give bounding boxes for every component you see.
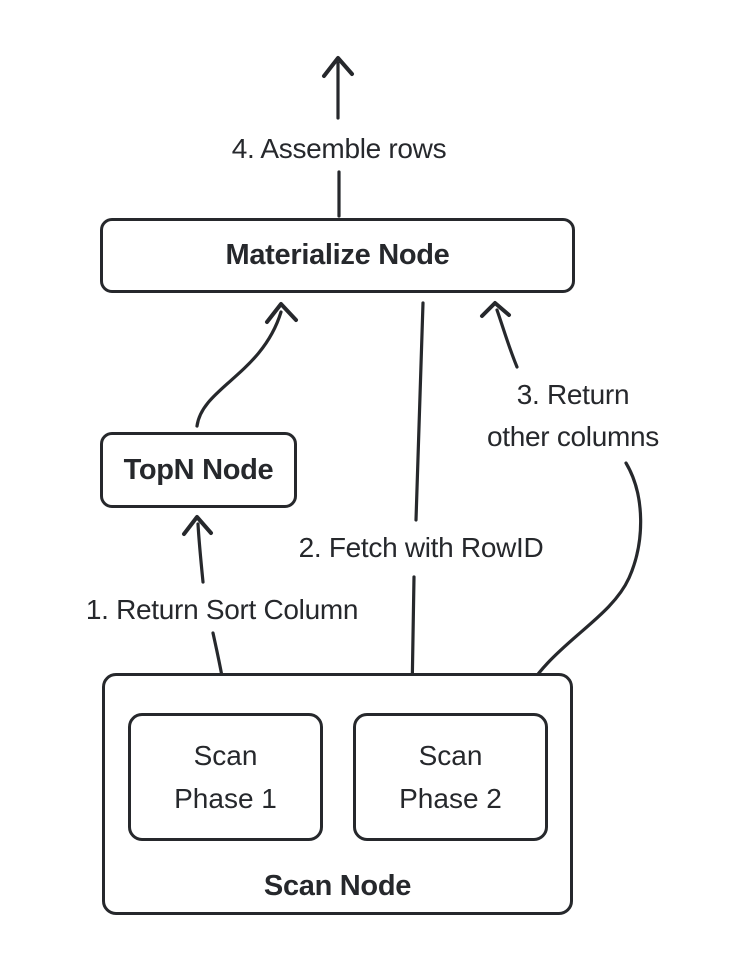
scan-phase-1-label-line1: Scan — [193, 740, 258, 771]
arrow-sort-column-shaft — [196, 522, 205, 584]
curve-scanphase2-to-label3 — [518, 461, 643, 704]
label-step3-return-other-columns: 3. Return other columns — [487, 374, 659, 458]
arrow-return-columns-head-icon — [480, 301, 511, 318]
scan-phase-1-node: Scan Phase 1 — [128, 713, 323, 841]
label-step3-line2: other columns — [487, 421, 659, 452]
materialize-node-label: Materialize Node — [225, 239, 450, 271]
materialize-node: Materialize Node — [100, 218, 575, 293]
arrow-return-columns-shaft — [495, 308, 519, 369]
topn-node-label: TopN Node — [123, 453, 274, 486]
scan-node-label: Scan Node — [263, 870, 412, 902]
arrow-output-head-icon — [322, 56, 354, 78]
scan-phase-2-label-line2: Phase 2 — [399, 783, 502, 814]
label-step2-fetch-with-rowid: 2. Fetch with RowID — [298, 532, 544, 563]
scan-phase-2-node: Scan Phase 2 — [353, 713, 548, 841]
line-fetch-upper — [414, 301, 425, 522]
label-step3-line1: 3. Return — [516, 379, 630, 410]
topn-node: TopN Node — [100, 432, 297, 508]
arrow-topn-to-materialize-shaft — [195, 310, 283, 428]
arrow-topn-to-materialize-head-icon — [265, 302, 298, 324]
scan-phase-1-label-line2: Phase 1 — [174, 783, 277, 814]
label-step1-return-sort-column: 1. Return Sort Column — [85, 594, 359, 625]
label-step4-assemble-rows: 4. Assemble rows — [231, 133, 447, 164]
scan-phase-2-label-line1: Scan — [418, 740, 483, 771]
arrow-sort-column-head-icon — [182, 515, 213, 536]
